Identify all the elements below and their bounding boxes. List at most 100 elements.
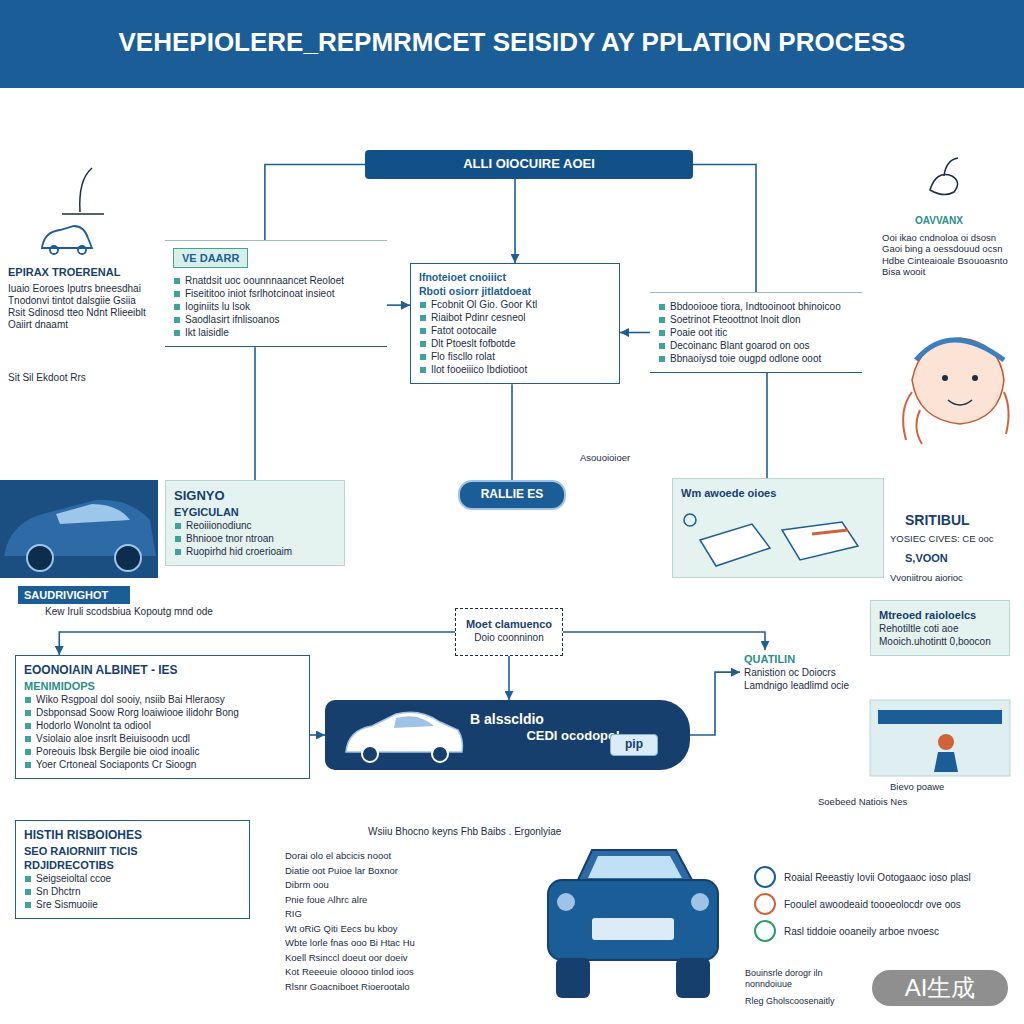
node-text: Dsbponsad Soow Rorg loaiwiooe ilidohr Bo… [24,706,301,719]
connector [254,347,256,480]
node-heading: QUATILIN [744,652,861,666]
node-text: SEO RAIORNIIT TICIS [24,844,241,858]
header-box: ALLI OIOCUIRE AOEI [365,150,693,179]
requirement-box: EOONOIAIN ALBINET - IESMENIMIDOPSWiko Rs… [15,655,310,779]
bottom-car [548,850,718,998]
node-text: MENIMIDOPS [24,679,301,693]
note-label: Sit Sil Ekdoot Rrs [8,372,148,384]
hair-stroke [916,340,1004,360]
node-heading: HISTIH RISBOIOHES [24,828,241,844]
node-heading: EOONOIAIN ALBINET - IES [24,663,301,679]
note-label: RIG [285,908,530,919]
icon-list: Roaial Reeastiy Iovii Ootogaaoc ioso pla… [750,858,1008,950]
note-label: Diatie oot Puioe lar Boxnor [285,865,530,876]
node-text: Yoer Crtoneal Sociaponts Cr Sioogn [24,758,301,771]
hair-strands [903,392,1008,444]
note-label: EPIRAX TROERENAL [8,266,148,279]
node-heading: Roaial Reeastiy Iovii Ootogaaoc ioso pla… [754,865,1004,889]
car-roof [578,850,692,880]
connector [265,164,365,240]
node-text: Poaie oot itic [658,326,854,339]
history-box: HISTIH RISBOIOHESSEO RAIORNIIT TICISRDJI… [15,820,250,919]
eye-dot [972,375,978,381]
node-text: Seigseioltal ccoe [24,872,241,885]
eye-dot [942,375,948,381]
status-pill: RALLIE ES [458,480,566,510]
node-text: Rasl tiddoie ooaneily arboe nvoesc [754,919,1004,943]
car-panel-ground [0,480,158,578]
node-text: Ranistion oc Doiocrs Lamdnigo leadlimd o… [744,666,861,692]
node-text: Ilot fooeiiico Ibdiotioot [419,363,611,376]
node-text: Soetrinot Fteoottnot lnoit dlon [658,313,854,326]
node-text: Mooich.uhotintt 0,boocon [879,635,1001,648]
note-label: Kew Iruli scodsbiua Kopoutg mnd ode [45,606,345,618]
node-heading: RALLIE ES [470,487,554,503]
corner-stroke [62,213,104,215]
node-text: Fiseititoo iniot fsrlhotcinoat insieot [173,287,379,300]
node-text: Reoiiionodiunc [174,519,336,532]
step-panel: VE DAARRRnatdsit uoc oounnnaancet Reoloe… [165,240,387,347]
mouth-stroke [948,400,972,405]
note-label: Vvoniitrou aiorioc [890,572,1012,583]
car-lamp [557,893,575,911]
bird-icon-stroke [944,158,958,176]
corner-mark [62,168,104,214]
note-label: Rlsnr Goacniboet Rioerootalo [285,981,530,992]
node-heading: Ifnoteioet cnoiiict [419,271,611,285]
face-outline [912,338,1004,424]
node-text: Ruopirhd hid croerioaim [174,545,336,558]
process-box: Ifnoteioet cnoiiictRboti osiorr jitlatdo… [410,263,620,384]
node-heading: SAUDRIVIGHOT [24,588,124,602]
car-wheel [115,545,141,571]
car-plate [592,918,674,940]
node-heading: Moet clamuenco [462,617,556,631]
node-text: Poreouis Ibsk Bergile bie oiod inoalic [24,745,301,758]
picture-figure-head [938,734,954,750]
node-text: Vsiolaio aloe insrlt Beiuisoodn ucdl [24,732,301,745]
connector [59,632,455,655]
node-text: Rehotiltle coti aoe [879,622,1001,635]
node-text: Bhniooe tnor ntroan [174,532,336,545]
car-window [56,504,130,524]
connector [508,656,510,700]
result-box: QUATILINRanistion oc Doiocrs Lamdnigo le… [740,650,865,694]
note-label: Bouinsrle dorogr iln nonndoiuue [745,968,867,990]
node-text: Ikt laisidle [173,326,379,339]
node-heading: SIGNYO [174,488,336,505]
note-label: SRITIBUL [905,512,1010,529]
picture-figure-body [934,752,958,772]
picture-frame [870,700,1010,776]
node-text: Dlt Ptoeslt fofbotde [419,337,611,350]
node-text: RDJIDRECOTIBS [24,858,241,872]
node-text: Ioginiits lu lsok [173,300,379,313]
car-icon-wheel [78,246,86,254]
note-label: Rleg Gholscoosenaitly [745,996,867,1007]
node-heading: pip [615,737,653,753]
note-label: Iuaio Eoroes Iputrs bneesdhai Tnodonvi t… [8,283,148,331]
node-text: Flo fiscllo rolat [419,350,611,363]
note-label: Dibrm oou [285,879,530,890]
step-panel: Bbdooiooe tiora, Indtooinoot bhinoicooSo… [650,292,862,373]
node-text: Decoinanc Blant goarod on oos [658,339,854,352]
note-label: YOSIEC CIVES: CE ooc [890,533,1012,544]
connector [563,632,765,650]
node-text: Rnatdsit uoc oounnnaancet Reoloet [173,274,379,287]
car-icon-body [42,226,92,248]
page-title: VEHEPIOLERE_REPMRMCET SEISIDY AY PPLATIO… [10,27,1014,58]
picture-band [878,710,1002,724]
car-wheel [27,545,53,571]
note-label: Dorai olo el abcicis nooot [285,850,530,861]
connector [387,304,410,306]
node-heading: B alsscldio [470,710,676,728]
info-panel: SIGNYOEYGICULANReoiiionodiuncBhniooe tno… [165,480,345,566]
decision-box: Moet clamuencoDoio coonninon [455,608,563,656]
node-text: Sn Dhctrn [24,885,241,898]
node-heading: Bbdooiooe tiora, Indtooinoot bhinoicoo [658,300,854,313]
node-heading: Wm awoede oioes [681,486,875,500]
connector [693,164,756,292]
person-sketch [903,338,1008,444]
connector [620,332,650,334]
note-label: Pnie foue Alhrc alre [285,894,530,905]
corner-stroke [80,168,92,212]
